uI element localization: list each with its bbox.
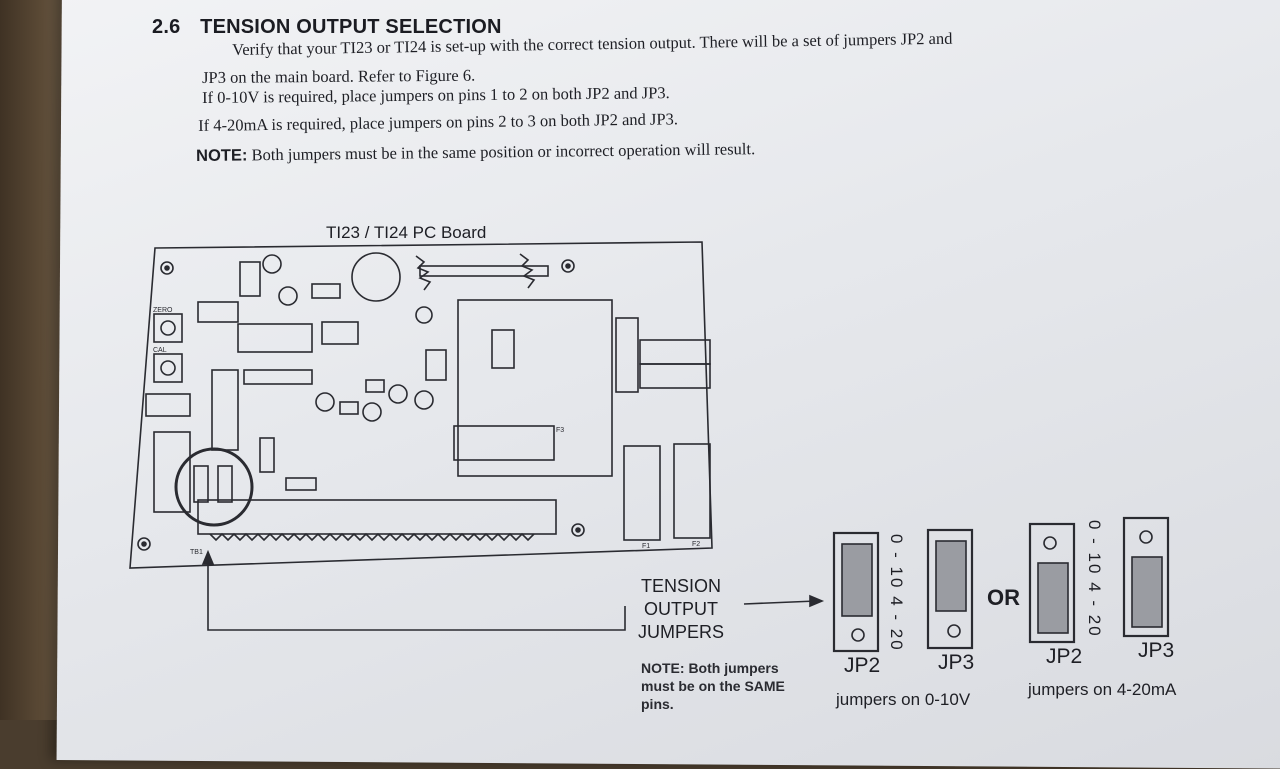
jp3-free-pin [1139, 530, 1153, 544]
section-number: 2.6 [152, 16, 181, 38]
component [145, 393, 191, 417]
caption-0-10v: jumpers on 0-10V [836, 690, 971, 709]
caption-4-20ma: jumpers on 4-20mA [1028, 680, 1177, 699]
component [239, 261, 261, 297]
jp2-jumper-cap [1037, 562, 1069, 634]
large-capacitor [351, 252, 401, 302]
jp2-jumper-cap [841, 543, 873, 617]
fuse-holder-f3 [453, 425, 555, 461]
jp3-free-pin [947, 624, 961, 638]
mount-hole [561, 259, 575, 273]
component [243, 369, 313, 385]
mount-hole [137, 537, 151, 551]
fuse-f1 [623, 445, 661, 541]
heat-sink [419, 265, 549, 277]
scale-label-right: 0 - 10 4 - 20 [1085, 520, 1104, 638]
jp3-label-right: JP3 [1138, 639, 1175, 662]
relay-terminal [615, 317, 639, 393]
jumper-highlight-circle [174, 447, 254, 527]
f1-label: F1 [642, 543, 650, 550]
section-title: TENSION OUTPUT SELECTION [200, 16, 502, 38]
jp3-0-10v-diagram [926, 528, 974, 650]
connector [153, 431, 191, 513]
component [259, 437, 275, 473]
component [491, 329, 515, 369]
jp2-on-board [193, 465, 209, 503]
scale-label-left: 0 - 10 4 - 20 [887, 534, 906, 652]
figure-note-line-2: must be on the SAME [641, 678, 785, 694]
jp3-label-left: JP3 [938, 651, 975, 674]
jp2-0-10v-diagram [832, 531, 880, 653]
section-heading: 2.6 TENSION OUTPUT SELECTION [152, 16, 502, 39]
capacitor [415, 306, 433, 324]
tension-label-line-2: OUTPUT [644, 599, 718, 619]
component [311, 283, 341, 299]
jp3-jumper-cap [935, 540, 967, 612]
capacitor [262, 254, 282, 274]
transformer [457, 299, 613, 477]
ic-chip [237, 323, 313, 353]
jumper-arrowhead [809, 594, 825, 608]
component [197, 301, 239, 323]
zero-button [153, 313, 183, 343]
component [285, 477, 317, 491]
jp2-4-20ma-diagram [1028, 522, 1076, 644]
terminal-block-tb1 [197, 499, 557, 535]
jumper-arrow [743, 600, 817, 605]
component [321, 321, 359, 345]
zero-label: ZERO [153, 307, 173, 314]
capacitor [278, 286, 298, 306]
jp2-free-pin [851, 628, 865, 642]
pc-board-diagram: ZERO CAL F1 F2 F3 TB1 [129, 241, 1170, 653]
cal-label: CAL [153, 347, 167, 354]
figure-title: TI23 / TI24 PC Board [326, 223, 487, 242]
jp3-jumper-cap [1131, 556, 1163, 628]
or-label: OR [987, 585, 1020, 610]
f2-label: F2 [692, 541, 700, 548]
relay [639, 363, 711, 389]
mount-hole [571, 523, 585, 537]
figure-note: NOTE: Both jumpers must be on the SAME p… [641, 659, 785, 713]
jp2-label-left: JP2 [844, 654, 881, 677]
component [425, 349, 447, 381]
jp3-on-board [217, 465, 233, 503]
tb1-label: TB1 [190, 549, 203, 556]
tension-output-jumpers-label: TENSION OUTPUT JUMPERS [638, 575, 724, 644]
heat-sink-fins [415, 255, 432, 291]
callout-arrowhead [201, 549, 215, 565]
relay [639, 339, 711, 365]
callout-leader [207, 554, 626, 631]
jp3-4-20ma-diagram [1122, 516, 1170, 638]
mount-hole [160, 261, 174, 275]
jp2-free-pin [1043, 536, 1057, 550]
figure-note-line-1: NOTE: Both jumpers [641, 660, 779, 676]
tension-label-line-3: JUMPERS [638, 622, 725, 642]
connector [211, 369, 239, 451]
figure-note-line-3: pins. [641, 696, 674, 712]
f3-label: F3 [556, 427, 564, 434]
heat-sink-fins [519, 253, 536, 289]
fuse-f2 [673, 443, 711, 539]
tension-label-line-1: TENSION [641, 576, 722, 596]
cal-button [153, 353, 183, 383]
jp2-label-right: JP2 [1046, 645, 1083, 668]
board-outline [129, 241, 713, 569]
